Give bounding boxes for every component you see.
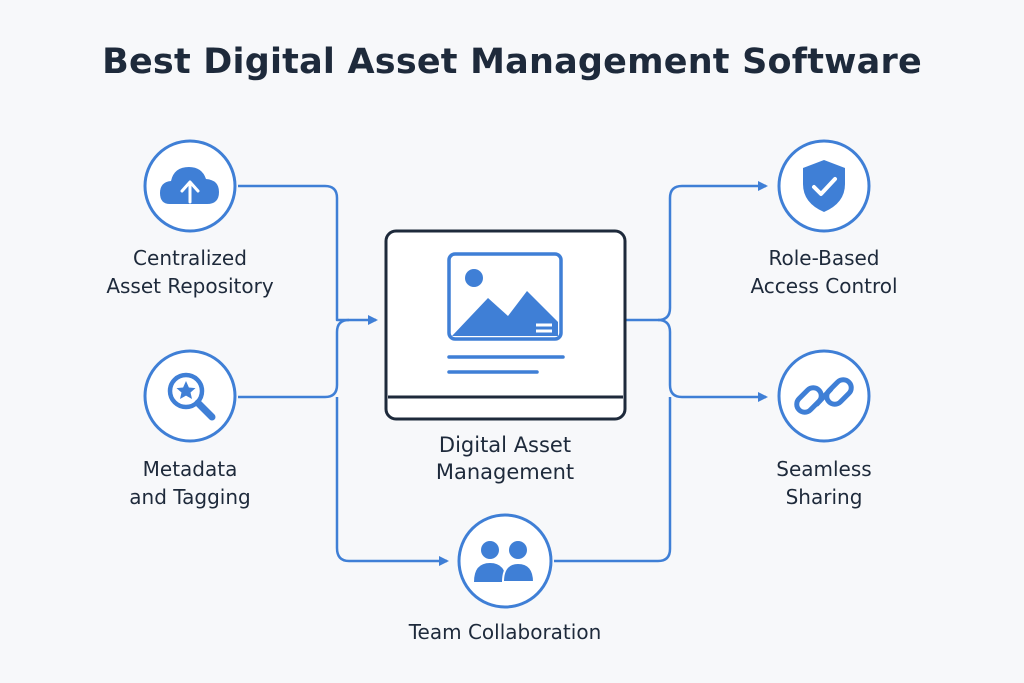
center-label: Digital Asset Management bbox=[435, 433, 575, 484]
sharing-label: Seamless Sharing bbox=[776, 457, 872, 509]
connector-collaboration-to-hub bbox=[554, 397, 672, 563]
sharing-node bbox=[777, 349, 871, 443]
metadata-label: Metadata and Tagging bbox=[129, 457, 251, 509]
connector-metadata-to-center bbox=[238, 318, 350, 399]
cloud-upload-icon bbox=[160, 167, 219, 204]
image-icon bbox=[447, 252, 563, 341]
access-node bbox=[777, 139, 871, 233]
collaboration-node bbox=[457, 513, 553, 609]
access-label: Role-Based Access Control bbox=[750, 246, 898, 298]
page-title: Best Digital Asset Management Software bbox=[102, 42, 922, 82]
shield-check-icon bbox=[803, 160, 845, 212]
search-star-icon bbox=[167, 372, 216, 421]
connector-repository-to-center bbox=[238, 184, 378, 325]
collaboration-label: Team Collaboration bbox=[408, 620, 602, 644]
center-node bbox=[384, 229, 627, 421]
repository-node bbox=[143, 139, 237, 233]
users-icon bbox=[474, 541, 536, 583]
connector-center-to-sharing bbox=[657, 318, 768, 402]
connector-metadata-to-collaboration bbox=[335, 397, 449, 566]
link-icon bbox=[794, 377, 854, 415]
repository-label: Centralized Asset Repository bbox=[106, 246, 274, 298]
metadata-node bbox=[143, 349, 237, 443]
